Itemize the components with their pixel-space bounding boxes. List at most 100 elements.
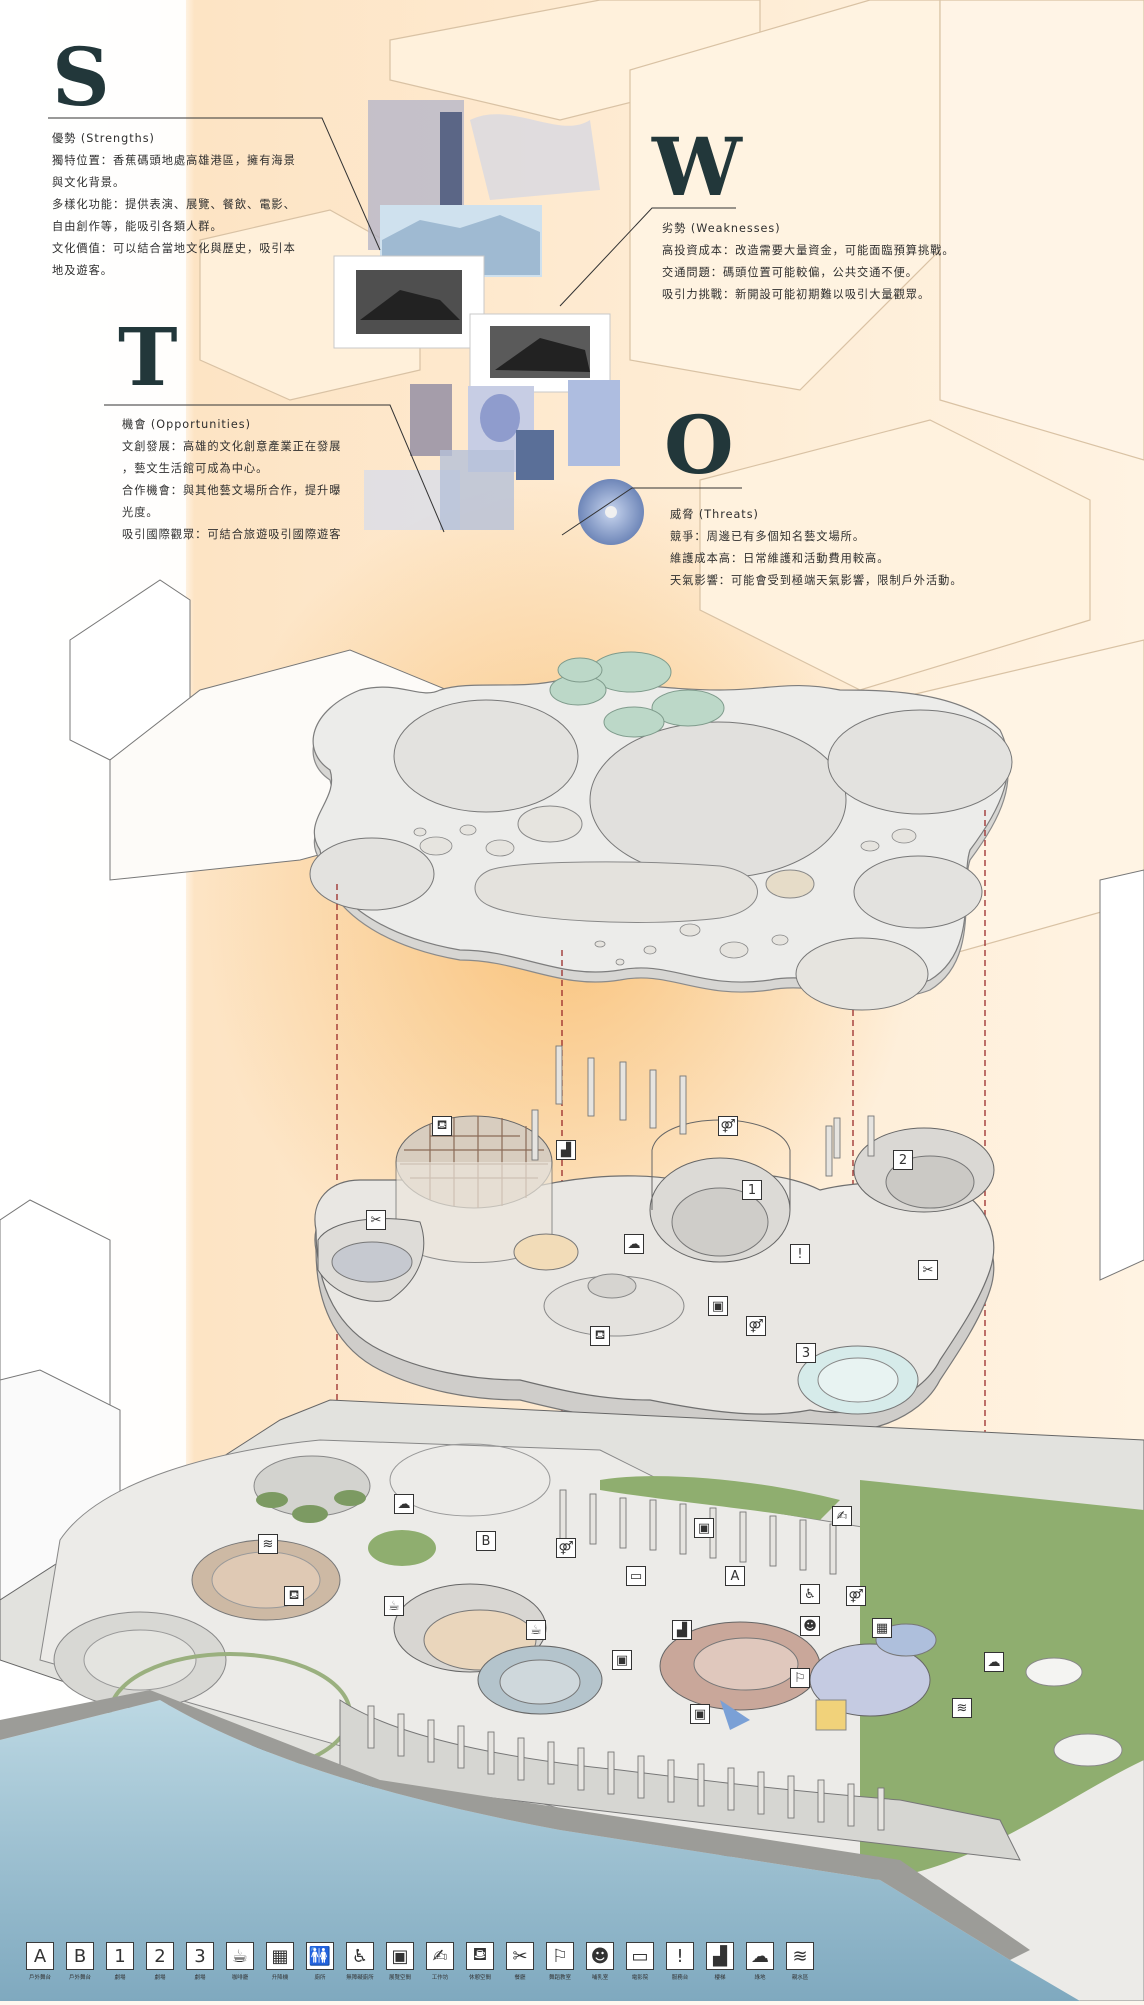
tree-icon: ☁ [394,1494,414,1514]
legend-caption: 工作坊 [431,1975,449,1981]
strengths-text: 優勢 (Strengths) 獨特位置：香蕉碼頭地處高雄港區，擁有海景 與文化背… [52,128,322,282]
weaknesses-line: 高投資成本：改造需要大量資金，可能面臨預算挑戰。 [662,244,955,257]
legend-caption: 哺乳室 [591,1975,609,1981]
legend-caption: 升降機 [271,1975,289,1981]
legend-caption: 餐廳 [514,1975,526,1981]
water-icon: ≋ [786,1942,814,1970]
legend-item: ✂餐廳 [502,1942,538,1994]
coffee-icon: ☕ [384,1596,404,1616]
tree-icon: ☁ [624,1234,644,1254]
nursing-room-icon: ☻ [800,1616,820,1636]
dining-icon: ✂ [366,1210,386,1230]
strengths-line: 自由創作等，能吸引各類人群。 [52,220,223,233]
marker-theater-2: 2 [893,1150,913,1170]
collage-images [333,100,644,545]
number-2-icon: 2 [146,1942,174,1970]
restroom-icon: ⚤ [718,1116,738,1136]
legend-caption: 樓梯 [714,1975,726,1981]
opportunities-line: 文創發展：高雄的文化創意產業正在發展 [122,440,342,453]
legend-caption: 無障礙廁所 [346,1975,374,1981]
strengths-heading: 優勢 (Strengths) [52,132,155,145]
swot-letter-w: W [652,120,742,214]
info-icon: ! [666,1942,694,1970]
workshop-icon: ✍ [426,1942,454,1970]
strengths-line: 地及遊客。 [52,264,113,277]
legend-item: ♿無障礙廁所 [342,1942,378,1994]
legend-item: 1 劇場 [102,1942,138,1994]
legend-item: ☁綠地 [742,1942,778,1994]
swot-letter-o: O [664,398,734,492]
letter-b-icon: B [66,1942,94,1970]
marker-stage-b: B [476,1531,496,1551]
gallery-icon: ▣ [708,1296,728,1316]
legend-caption: 綠地 [754,1975,766,1981]
marker-stage-a: A [725,1566,745,1586]
lounge-chair-icon: ⛾ [284,1586,304,1606]
letter-a-icon: A [26,1942,54,1970]
tree-icon: ☁ [984,1652,1004,1672]
opportunities-line: 光度。 [122,506,159,519]
swot-letter-t: T [118,310,178,404]
legend-caption: 咖啡廳 [231,1975,249,1981]
coffee-icon: ☕ [226,1942,254,1970]
stairs-icon: ▟ [672,1620,692,1640]
marker-theater-1: 1 [742,1180,762,1200]
legend-item: ☕ 咖啡廳 [222,1942,258,1994]
site-ground-layer [0,1399,1144,2002]
legend-caption: 戶外舞台 [68,1975,91,1981]
number-1-icon: 1 [106,1942,134,1970]
restroom-icon: ⚤ [556,1538,576,1558]
number-3-icon: 3 [186,1942,214,1970]
legend-caption: 休憩空間 [468,1975,491,1981]
restroom-icon: 🚻 [306,1942,334,1970]
legend-caption: 劇場 [154,1975,166,1981]
gallery-icon: ▣ [386,1942,414,1970]
swot-leader-lines [48,117,742,536]
opportunities-line: 吸引國際觀眾：可結合旅遊吸引國際遊客 [122,528,342,541]
legend-caption: 廁所 [314,1975,326,1981]
strengths-line: 與文化背景。 [52,176,126,189]
restroom-icon: ⚤ [846,1586,866,1606]
legend-item: ! 服務台 [662,1942,698,1994]
legend-caption: 展覽空間 [388,1975,411,1981]
legend-item: ≋ 親水區 [782,1942,818,1994]
opportunities-line: 合作機會：與其他藝文場所合作，提升曝 [122,484,342,497]
restroom-icon: ⚤ [746,1316,766,1336]
water-icon: ≋ [258,1534,278,1554]
stairs-icon: ▟ [706,1942,734,1970]
legend-item: ▣ 展覽空間 [382,1942,418,1994]
threats-line: 天氣影響：可能會受到極端天氣影響，限制戶外活動。 [670,574,963,587]
strengths-line: 獨特位置：香蕉碼頭地處高雄港區，擁有海景 [52,154,296,167]
legend-caption: 電影院 [631,1975,649,1981]
swot-letter-s: S [52,30,110,124]
harbor-water [0,1700,1080,2001]
weaknesses-line: 交通問題：碼頭位置可能較偏，公共交通不便。 [662,266,918,279]
legend-caption: 親水區 [791,1975,809,1981]
legend-item: B 戶外舞台 [62,1942,98,1994]
legend-item: ⚐舞蹈教室 [542,1942,578,1994]
legend-caption: 劇場 [114,1975,126,1981]
nursing-room-icon: ☻ [586,1942,614,1970]
legend-item: 3 劇場 [182,1942,218,1994]
info-icon: ! [790,1244,810,1264]
strengths-line: 文化價值：可以結合當地文化與歷史，吸引本 [52,242,296,255]
dance-icon: ⚐ [790,1668,810,1688]
weaknesses-text: 劣勢 (Weaknesses) 高投資成本：改造需要大量資金，可能面臨預算挑戰。… [662,218,1002,306]
weaknesses-heading: 劣勢 (Weaknesses) [662,222,781,235]
dining-icon: ✂ [918,1260,938,1280]
legend-item: ✍ 工作坊 [422,1942,458,1994]
lounge-chair-icon: ⛾ [432,1116,452,1136]
legend-caption: 劇場 [194,1975,206,1981]
elevator-icon: ▦ [266,1942,294,1970]
marker-theater-3: 3 [796,1343,816,1363]
roof-layer [309,651,1013,1011]
threats-text: 威脅 (Threats) 競爭：周邊已有多個知名藝文場所。 維護成本高：日常維護… [670,504,1000,592]
legend-caption: 服務台 [671,1975,689,1981]
legend-item: ☻ 哺乳室 [582,1942,618,1994]
threats-heading: 威脅 (Threats) [670,508,759,521]
legend-item: 🚻 廁所 [302,1942,338,1994]
